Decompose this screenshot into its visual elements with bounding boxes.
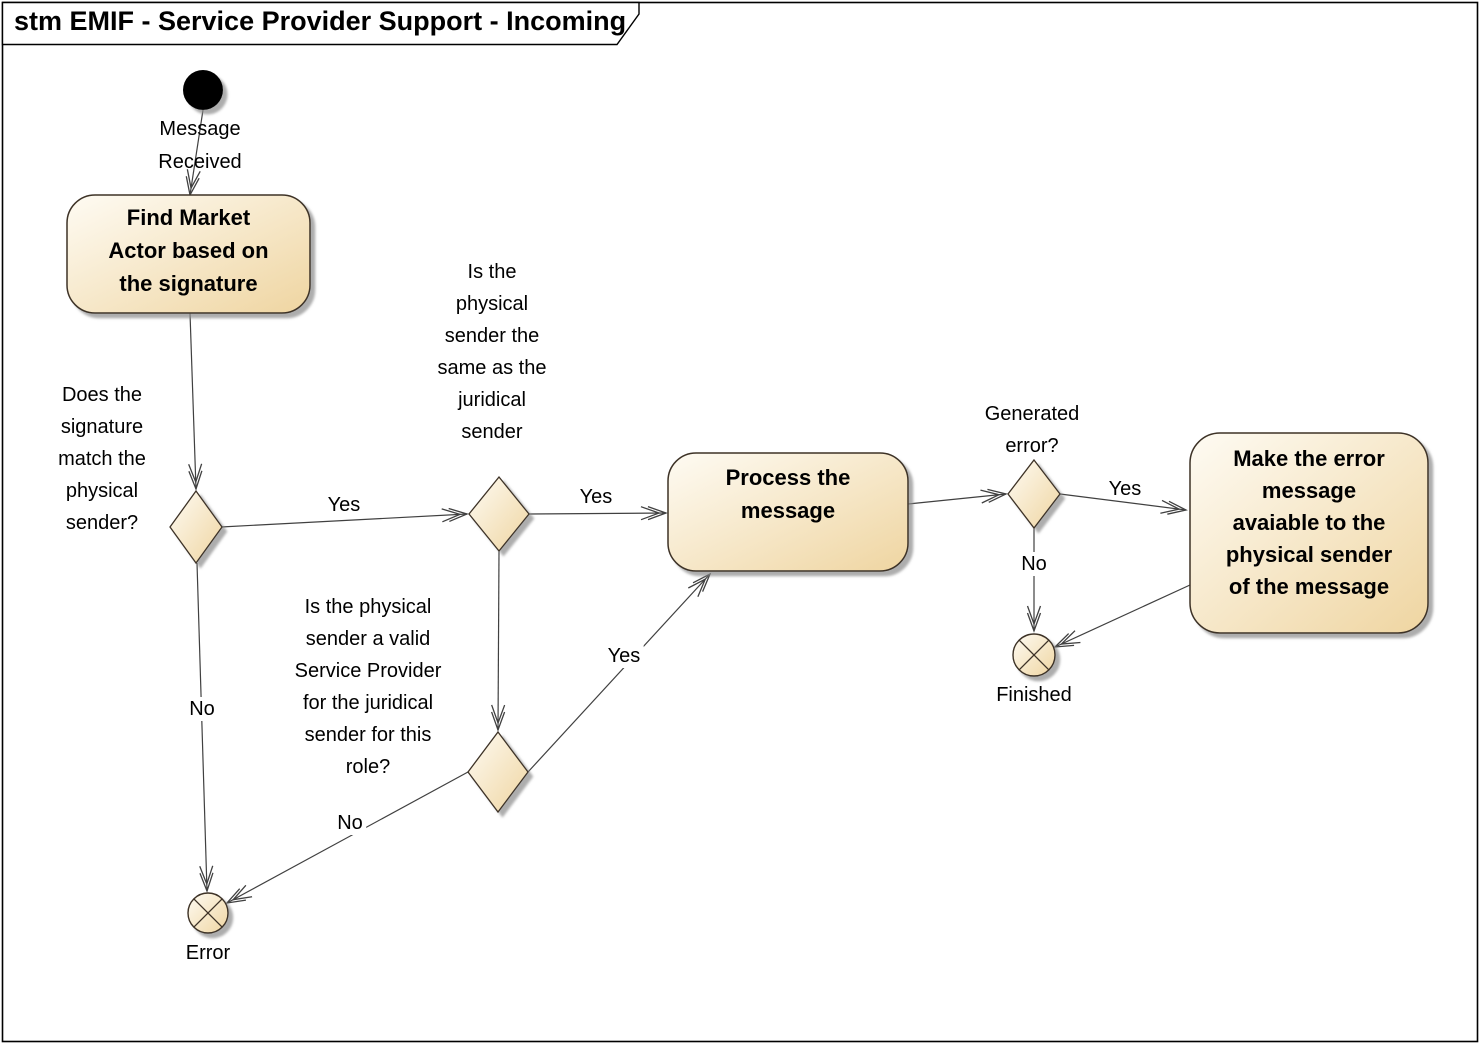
edge-label-same-as-juridical-yes: Yes xyxy=(579,486,613,508)
edge-signature-match-yes xyxy=(220,507,469,528)
decision-same-as-juridical-label: Is the physical sender the same as the j… xyxy=(437,261,547,443)
edge-label-valid-sp-no: No xyxy=(334,811,366,835)
final-node-finished xyxy=(1012,633,1056,677)
decision-generated-error-label: Generated error? xyxy=(984,403,1080,457)
decision-same-as-juridical xyxy=(468,475,530,553)
edge-valid-sp-no-to-error xyxy=(225,771,469,904)
decision-generated-error xyxy=(1007,458,1061,530)
final-node-error xyxy=(187,892,229,934)
initial-node-label: Message Received xyxy=(158,118,242,173)
edge-label-generated-error-yes: Yes xyxy=(1108,478,1142,500)
activity-find-market-actor-label: Find Market Actor based on the signature xyxy=(108,205,269,296)
activity-make-error-available-label: Make the error message avaiable to the p… xyxy=(1225,446,1393,599)
edge-process-to-generated-error xyxy=(907,488,1008,505)
diagram-title: stm EMIF - Service Provider Support - In… xyxy=(14,6,627,36)
edge-signature-match-no-to-error xyxy=(196,562,214,893)
decision-signature-match-label: Does the signature match the physical se… xyxy=(58,384,146,534)
edge-label-generated-error-no: No xyxy=(1018,552,1050,576)
diagram-title-tab xyxy=(1,1,640,46)
final-node-error-label: Error xyxy=(185,942,231,964)
edge-generated-error-yes xyxy=(1059,493,1188,515)
edge-same-as-juridical-to-valid-sp xyxy=(490,550,506,732)
edge-find-market-actor-to-signature-match xyxy=(188,312,203,491)
edge-make-error-to-finished xyxy=(1053,584,1191,648)
activity-process-message-label: Process the message xyxy=(725,465,851,523)
edge-initial-to-find-market-actor xyxy=(185,109,204,197)
edge-label-signature-match-no: No xyxy=(186,697,218,721)
initial-node xyxy=(183,70,223,110)
final-node-finished-label: Finished xyxy=(996,684,1072,706)
activity-process-message xyxy=(667,452,909,572)
activity-make-error-available xyxy=(1189,432,1429,634)
edge-label-valid-sp-yes: Yes xyxy=(604,644,644,668)
activity-find-market-actor xyxy=(66,194,311,314)
decision-valid-service-provider xyxy=(467,730,529,814)
edge-valid-sp-yes-to-process xyxy=(527,572,712,773)
edge-label-signature-match-yes: Yes xyxy=(327,494,361,516)
decision-valid-service-provider-label: Is the physical sender a valid Service P… xyxy=(294,596,442,778)
decision-signature-match xyxy=(169,489,223,565)
edge-same-as-juridical-yes-to-process xyxy=(528,506,668,521)
